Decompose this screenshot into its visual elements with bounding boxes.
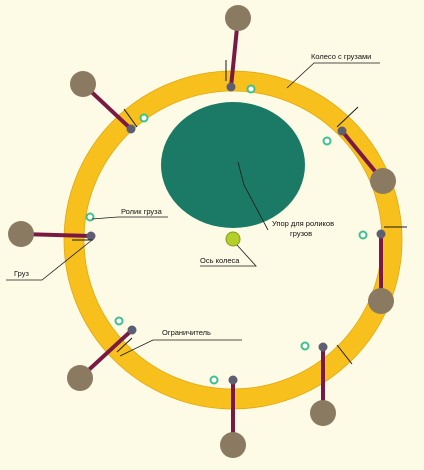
leader-stop [237, 161, 269, 231]
pivot [127, 325, 137, 335]
weight-assembly-bottom-left [67, 316, 137, 391]
roller [246, 84, 256, 94]
weight [70, 71, 96, 97]
label-axis: Ось колеса [200, 256, 240, 265]
limiter [116, 337, 133, 353]
limiter [336, 344, 353, 365]
weight [220, 432, 246, 458]
label-roller: Ролик груза [121, 207, 163, 216]
limiter [336, 106, 359, 128]
pivot [86, 231, 96, 241]
pivot [228, 375, 238, 385]
limiter [123, 108, 138, 128]
weight-assembly-bottom-right [300, 341, 336, 426]
leader-lines [6, 62, 380, 357]
weight [225, 5, 251, 31]
roller [358, 230, 368, 240]
roller [300, 341, 310, 351]
pivot [376, 229, 386, 239]
label-stop-line2: грузов [290, 229, 312, 238]
pivot [126, 124, 136, 134]
roller-stop [161, 102, 305, 228]
pivot [337, 126, 347, 136]
label-stop-line1: Упор для роликов [272, 219, 334, 228]
weight-assembly-top-right [322, 126, 396, 194]
roller [322, 136, 332, 146]
weight-assembly-top-left [70, 71, 149, 134]
leader-limiter [119, 339, 242, 357]
weight [370, 168, 396, 194]
weight [67, 365, 93, 391]
weight-assembly-bottom [209, 375, 246, 458]
weight [8, 221, 34, 247]
wheel-axle [225, 231, 241, 247]
label-limiter: Ограничитель [162, 328, 211, 337]
leader-weight [6, 239, 93, 281]
label-wheel: Колесо с грузами [311, 52, 371, 61]
roller [209, 375, 219, 385]
pivot [318, 342, 328, 352]
weight-assembly-top [225, 5, 256, 94]
roller [139, 113, 149, 123]
roller [85, 212, 95, 222]
weight [310, 400, 336, 426]
weight-assembly-right [358, 229, 394, 314]
leader-wheel [286, 62, 380, 89]
label-weight: Груз [14, 269, 29, 278]
leader-axis [200, 244, 257, 267]
weight [368, 288, 394, 314]
weight-assembly-left [8, 212, 96, 247]
limiter-marks [72, 60, 407, 365]
leader-roller [91, 216, 168, 220]
pivot [226, 82, 236, 92]
roller [114, 316, 124, 326]
